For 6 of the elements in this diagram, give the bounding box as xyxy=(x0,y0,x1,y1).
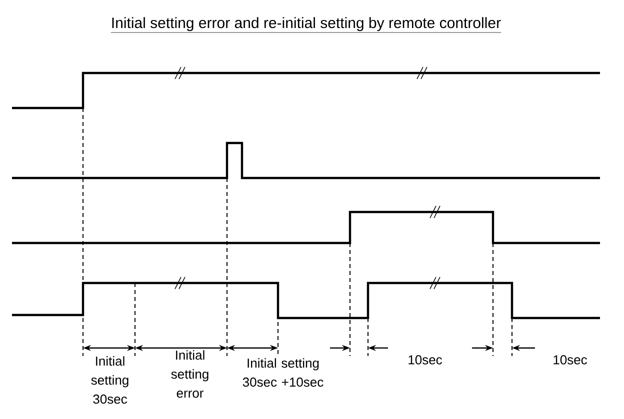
time-label: Initial setting 30sec +10sec xyxy=(242,358,324,387)
time-label: Initial setting error xyxy=(171,350,208,398)
time-label: 10sec xyxy=(554,355,587,364)
time-label: Initial setting 30sec xyxy=(91,356,128,404)
title: Initial setting error and re-initial setting by remote controller xyxy=(110,17,502,33)
time-label: 10sec xyxy=(408,355,442,364)
